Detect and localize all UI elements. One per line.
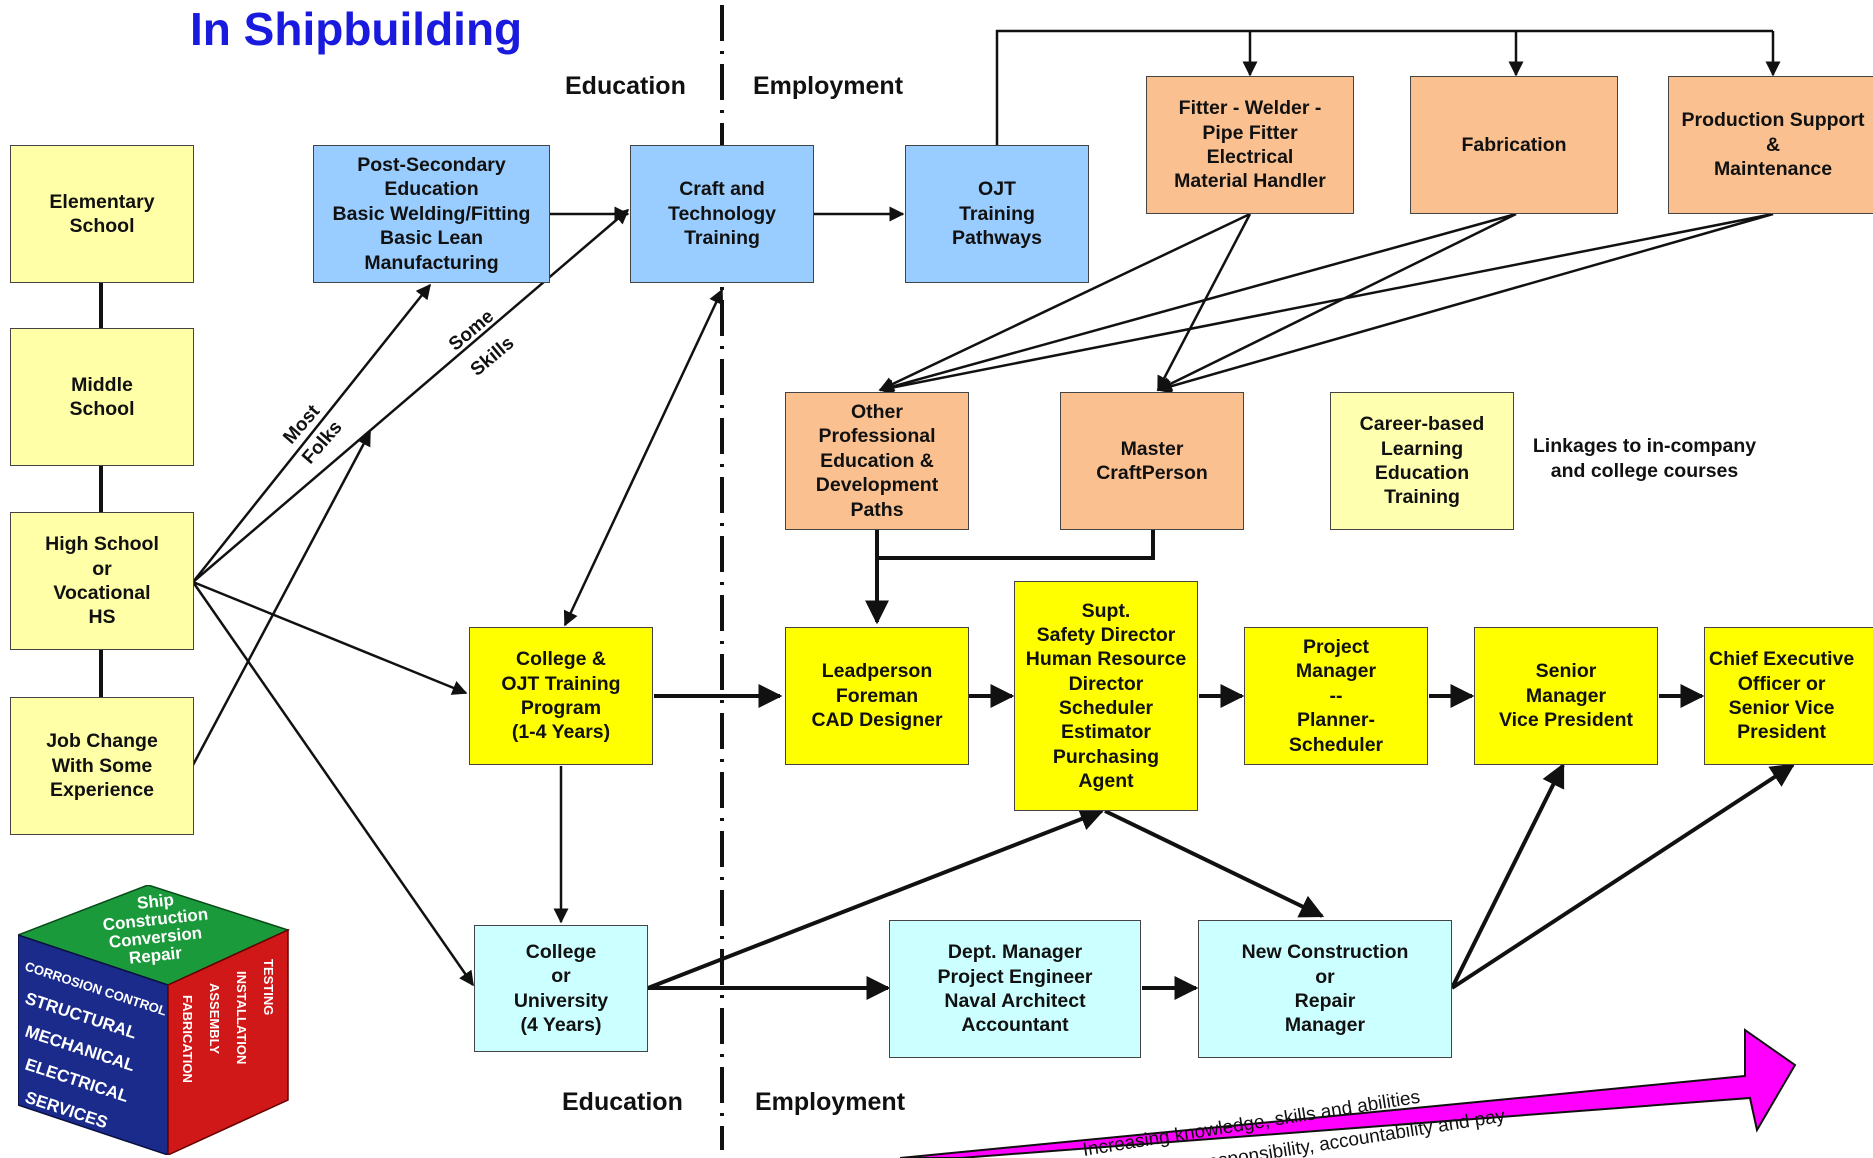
node-chief-executive: Chief Executive Officer or Senior Vice P… [1704,627,1873,765]
arrow-hs-craft [192,209,630,583]
arrow-craft-collegeojt [563,288,724,627]
node-new-construction: New Construction or Repair Manager [1198,920,1452,1058]
employment-label-top: Employment [753,72,904,100]
page-title: In Shipbuilding [190,3,523,55]
node-fabrication: Fabrication [1410,76,1618,214]
cube-right-label: FABRICATION [180,995,195,1083]
arrow-fabrication-master [1156,212,1517,392]
node-production-support: Production Support & Maintenance [1668,76,1873,214]
employment-label-bottom: Employment [755,1088,906,1116]
arrow-newconstruction-ceo [1450,763,1796,990]
node-leadperson: Leadperson Foreman CAD Designer [785,627,969,765]
arrow-fitter-otherprof [878,212,1251,392]
arrow-jobchange-skills [191,430,372,766]
node-other-professional: Other Professional Education & Developme… [785,392,969,530]
node-superintendent: Supt. Safety Director Human Resource Dir… [1014,581,1198,811]
node-college-ojt: College & OJT Training Program (1-4 Year… [469,627,653,765]
arrow-hs-college-ojt [192,580,468,695]
cube-right-label: ASSEMBLY [207,983,222,1054]
arrow-fabrication-otherprof [878,212,1517,394]
arrow-hs-university [191,581,475,987]
progress-arrow [899,1028,1797,1158]
node-career-based-learning: Career-based Learning Education Training [1330,392,1514,530]
arrow-prodsupport-master [1156,212,1774,394]
node-high-school: High School or Vocational HS [10,512,194,650]
node-senior-manager: Senior Manager Vice President [1474,627,1658,765]
connector-ojt-top [995,29,1773,145]
node-ojt-training: OJT Training Pathways [905,145,1089,283]
connector-master-leadperson [877,530,1155,560]
cube-right-face [167,928,289,1155]
education-label-top: Education [565,72,686,100]
arrow-fitter-master [1156,213,1252,392]
education-label-bottom: Education [562,1088,683,1116]
node-fitter-welder: Fitter - Welder - Pipe Fitter Electrical… [1146,76,1354,214]
cube-right-label: INSTALLATION [234,971,249,1064]
node-project-manager: Project Manager -- Planner- Scheduler [1244,627,1428,765]
node-craft-technology: Craft and Technology Training [630,145,814,283]
cube-top-label: Ship [136,890,175,913]
arrow-university-supt [647,807,1105,990]
cube-right-label: TESTING [261,959,276,1015]
arrow-supt-newconstruction [1104,809,1325,918]
node-middle-school: Middle School [10,328,194,466]
arrow-prodsupport-otherprof [878,212,1774,395]
linkages-note: Linkages to in-company and college cours… [1532,435,1757,483]
node-post-secondary: Post-Secondary Education Basic Welding/F… [313,145,550,283]
arrow-newconstruction-seniormgr [1450,762,1565,989]
node-college-university: College or University (4 Years) [474,925,648,1052]
node-dept-manager: Dept. Manager Project Engineer Naval Arc… [889,920,1141,1058]
node-job-change: Job Change With Some Experience [10,697,194,835]
node-master-craftperson: Master CraftPerson [1060,392,1244,530]
arrow-hs-postsecondary [192,283,431,583]
cube-left-face [18,934,169,1155]
node-elementary-school: Elementary School [10,145,194,283]
